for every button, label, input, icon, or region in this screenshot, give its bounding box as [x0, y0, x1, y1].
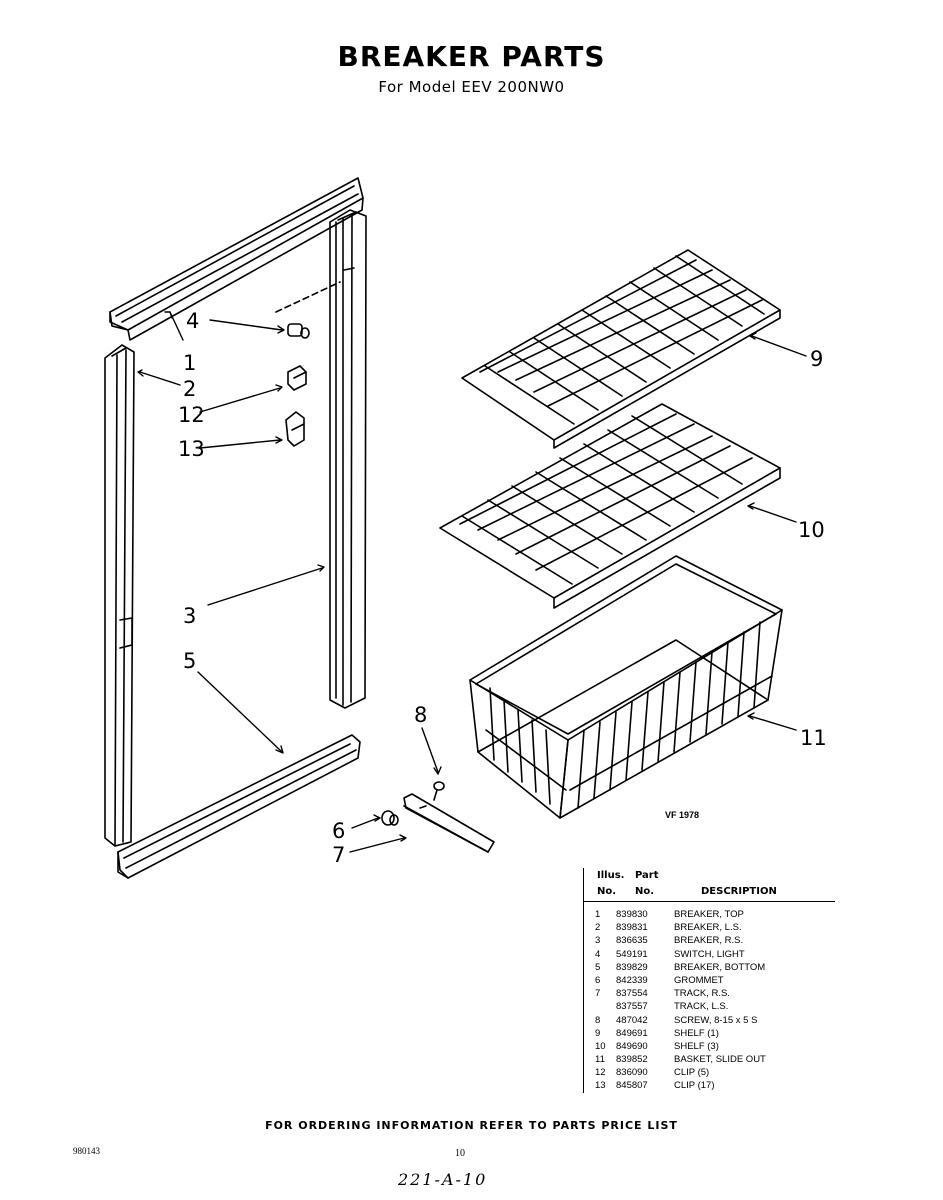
part-description: TRACK, L.S.: [674, 1001, 729, 1013]
illus-number: 12: [595, 1067, 606, 1079]
basket-slide-out-part: [469, 555, 783, 819]
table-header-rule: [583, 901, 835, 902]
shelf-upper-part: [461, 249, 781, 449]
breaker-left-side-part: [104, 344, 135, 847]
part-number: 836090: [616, 1067, 648, 1079]
table-row: 13 845807 CLIP (17): [589, 1079, 835, 1092]
header-illus-no: No.: [597, 886, 617, 897]
breaker-bottom-part: [117, 734, 361, 879]
illus-number: 6: [595, 974, 601, 986]
table-row: 9 849691 SHELF (1): [589, 1027, 835, 1040]
part-description: BREAKER, TOP: [674, 909, 744, 920]
part-number: 839830: [616, 909, 648, 920]
part-description: CLIP (5): [674, 1067, 710, 1079]
table-row: 8 487042 SCREW, 8-15 x 5 S: [589, 1014, 835, 1027]
header-illus: Illus.: [597, 870, 625, 881]
callout-8: 8: [414, 703, 427, 727]
callout-2: 2: [183, 377, 196, 401]
clip-12-part: [287, 365, 307, 391]
figure-code: VF 1978: [665, 810, 699, 820]
callout-11: 11: [800, 726, 827, 750]
callout-12: 12: [178, 403, 205, 427]
part-number: 849691: [616, 1027, 648, 1039]
illus-number: 11: [595, 1054, 605, 1066]
table-row: 837557 TRACK, L.S.: [589, 1000, 835, 1013]
page-number: 10: [455, 1148, 465, 1159]
shelf-lower-part: [439, 403, 781, 609]
table-row: 12 836090 CLIP (5): [589, 1066, 835, 1079]
table-row: 7 837554 TRACK, R.S.: [589, 987, 835, 1000]
ordering-note: FOR ORDERING INFORMATION REFER TO PARTS …: [265, 1119, 678, 1132]
callout-5: 5: [183, 649, 196, 673]
callout-7: 7: [332, 843, 345, 867]
model-subtitle: For Model EEV 200NW0: [378, 78, 565, 96]
part-number: 839852: [616, 1054, 648, 1066]
callout-6: 6: [332, 819, 345, 843]
breaker-top-part: [109, 177, 364, 341]
illus-number: 3: [595, 935, 601, 947]
table-row: 4 549191 SWITCH, LIGHT: [589, 948, 835, 961]
part-number: 839831: [616, 922, 648, 934]
part-number: 842339: [616, 974, 648, 986]
handwritten-note: 221-A-10: [398, 1170, 488, 1189]
header-part-no: No.: [635, 886, 655, 897]
table-row: 11 839852 BASKET, SLIDE OUT: [589, 1053, 835, 1066]
illus-number: 1: [595, 909, 601, 920]
part-description: SWITCH, LIGHT: [674, 948, 745, 960]
part-number: 549191: [616, 948, 648, 960]
part-description: TRACK, R.S.: [674, 988, 730, 1000]
illus-number: 13: [595, 1080, 606, 1092]
part-description: SHELF (1): [674, 1027, 719, 1039]
callout-13: 13: [178, 437, 205, 461]
part-number: 849690: [616, 1040, 648, 1052]
part-description: BREAKER, L.S.: [674, 922, 742, 934]
document-number: 980143: [73, 1146, 100, 1156]
breaker-right-side-part: [329, 209, 367, 709]
callout-4: 4: [186, 309, 199, 333]
table-left-rule: [583, 868, 584, 1093]
table-header: Illus. Part No. No. DESCRIPTION: [583, 868, 835, 904]
leader-lines: [137, 311, 807, 853]
callout-3: 3: [183, 604, 196, 628]
table-row: 1 839830 BREAKER, TOP: [589, 908, 835, 921]
part-description: CLIP (17): [674, 1080, 715, 1092]
table-row: 10 849690 SHELF (3): [589, 1040, 835, 1053]
illus-number: 2: [595, 922, 601, 934]
page-title: BREAKER PARTS: [337, 40, 606, 73]
part-number: 839829: [616, 961, 648, 973]
part-number: 836635: [616, 935, 648, 947]
part-number: 487042: [616, 1014, 648, 1026]
part-description: SCREW, 8-15 x 5 S: [674, 1014, 758, 1026]
illus-number: 4: [595, 948, 601, 960]
clip-13-part: [285, 411, 305, 447]
switch-light-part: [275, 281, 341, 339]
callout-10: 10: [798, 518, 825, 542]
header-part: Part: [635, 870, 659, 881]
illus-number: 7: [595, 988, 601, 1000]
illus-number: 9: [595, 1027, 601, 1039]
part-description: BREAKER, R.S.: [674, 935, 744, 947]
part-description: BREAKER, BOTTOM: [674, 961, 766, 973]
table-row: 5 839829 BREAKER, BOTTOM: [589, 961, 835, 974]
part-number: 837557: [616, 1001, 648, 1013]
screw-part: [433, 781, 445, 801]
grommet-part: [381, 810, 399, 826]
part-number: 837554: [616, 988, 648, 1000]
callout-1: 1: [183, 351, 196, 375]
illus-number: 5: [595, 961, 601, 973]
part-description: SHELF (3): [674, 1040, 719, 1052]
track-part: [403, 793, 495, 853]
table-row: 3 836635 BREAKER, R.S.: [589, 934, 835, 947]
illus-number: 10: [595, 1040, 606, 1052]
table-row: 2 839831 BREAKER, L.S.: [589, 921, 835, 934]
illus-number: 8: [595, 1014, 601, 1026]
part-number: 845807: [616, 1080, 648, 1092]
header-description: DESCRIPTION: [701, 886, 777, 897]
table-row: 6 842339 GROMMET: [589, 974, 835, 987]
part-description: BASKET, SLIDE OUT: [674, 1054, 766, 1066]
callout-9: 9: [810, 347, 823, 371]
part-description: GROMMET: [674, 974, 724, 986]
